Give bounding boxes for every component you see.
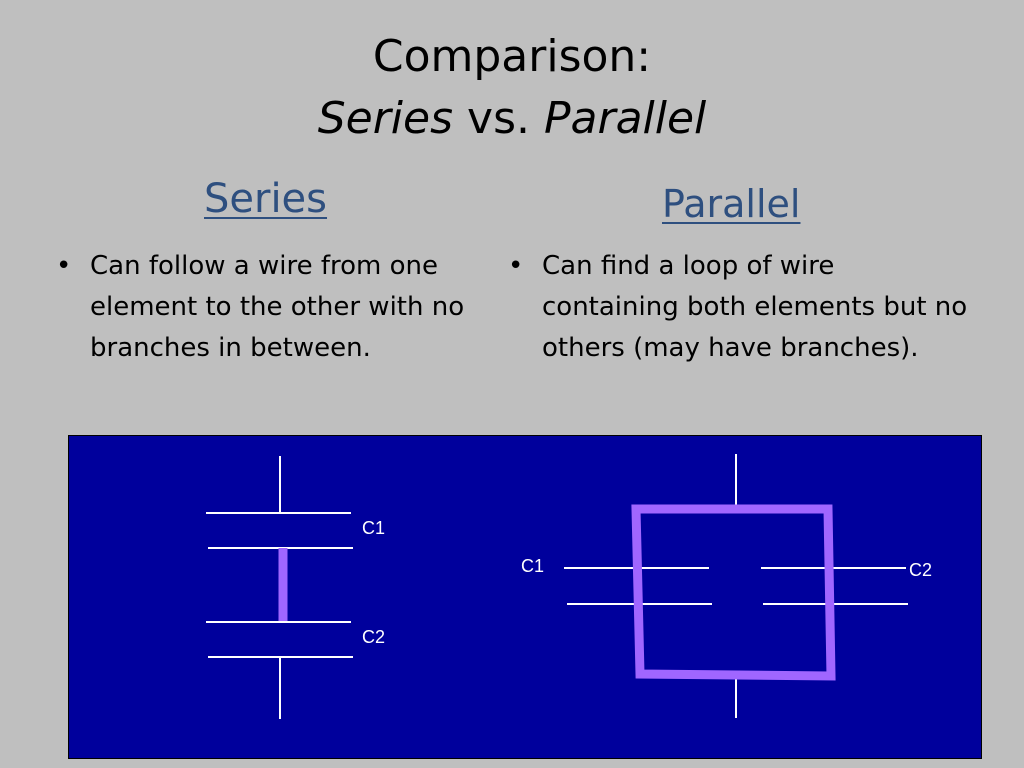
title-line-1: Comparison: [372, 31, 652, 82]
parallel-bullet-text: Can find a loop of wire containing both … [542, 251, 968, 363]
series-bullet-text: Can follow a wire from one element to th… [90, 251, 465, 363]
bullet-marker: • [508, 251, 524, 281]
title-line-2: Series vs. Parallel [0, 88, 1024, 150]
series-c2-label: C2 [362, 627, 386, 647]
parallel-c1-label: C1 [521, 556, 545, 576]
title-vs-word: vs. [467, 93, 530, 144]
circuit-diagram-panel: C1 C2 C1 C2 [68, 435, 982, 759]
series-heading: Series [204, 176, 328, 222]
parallel-circuit [564, 454, 908, 718]
series-circuit [206, 456, 353, 719]
bullet-marker: • [56, 251, 72, 281]
series-c1-label: C1 [362, 518, 386, 538]
parallel-loop-highlight [631, 504, 836, 681]
title-parallel-word: Parallel [543, 93, 707, 144]
slide-title: Comparison: Series vs. Parallel [0, 26, 1024, 150]
parallel-c2-label: C2 [909, 560, 933, 580]
title-series-word: Series [317, 93, 454, 144]
circuit-diagram [206, 454, 908, 719]
parallel-heading: Parallel [662, 182, 801, 226]
